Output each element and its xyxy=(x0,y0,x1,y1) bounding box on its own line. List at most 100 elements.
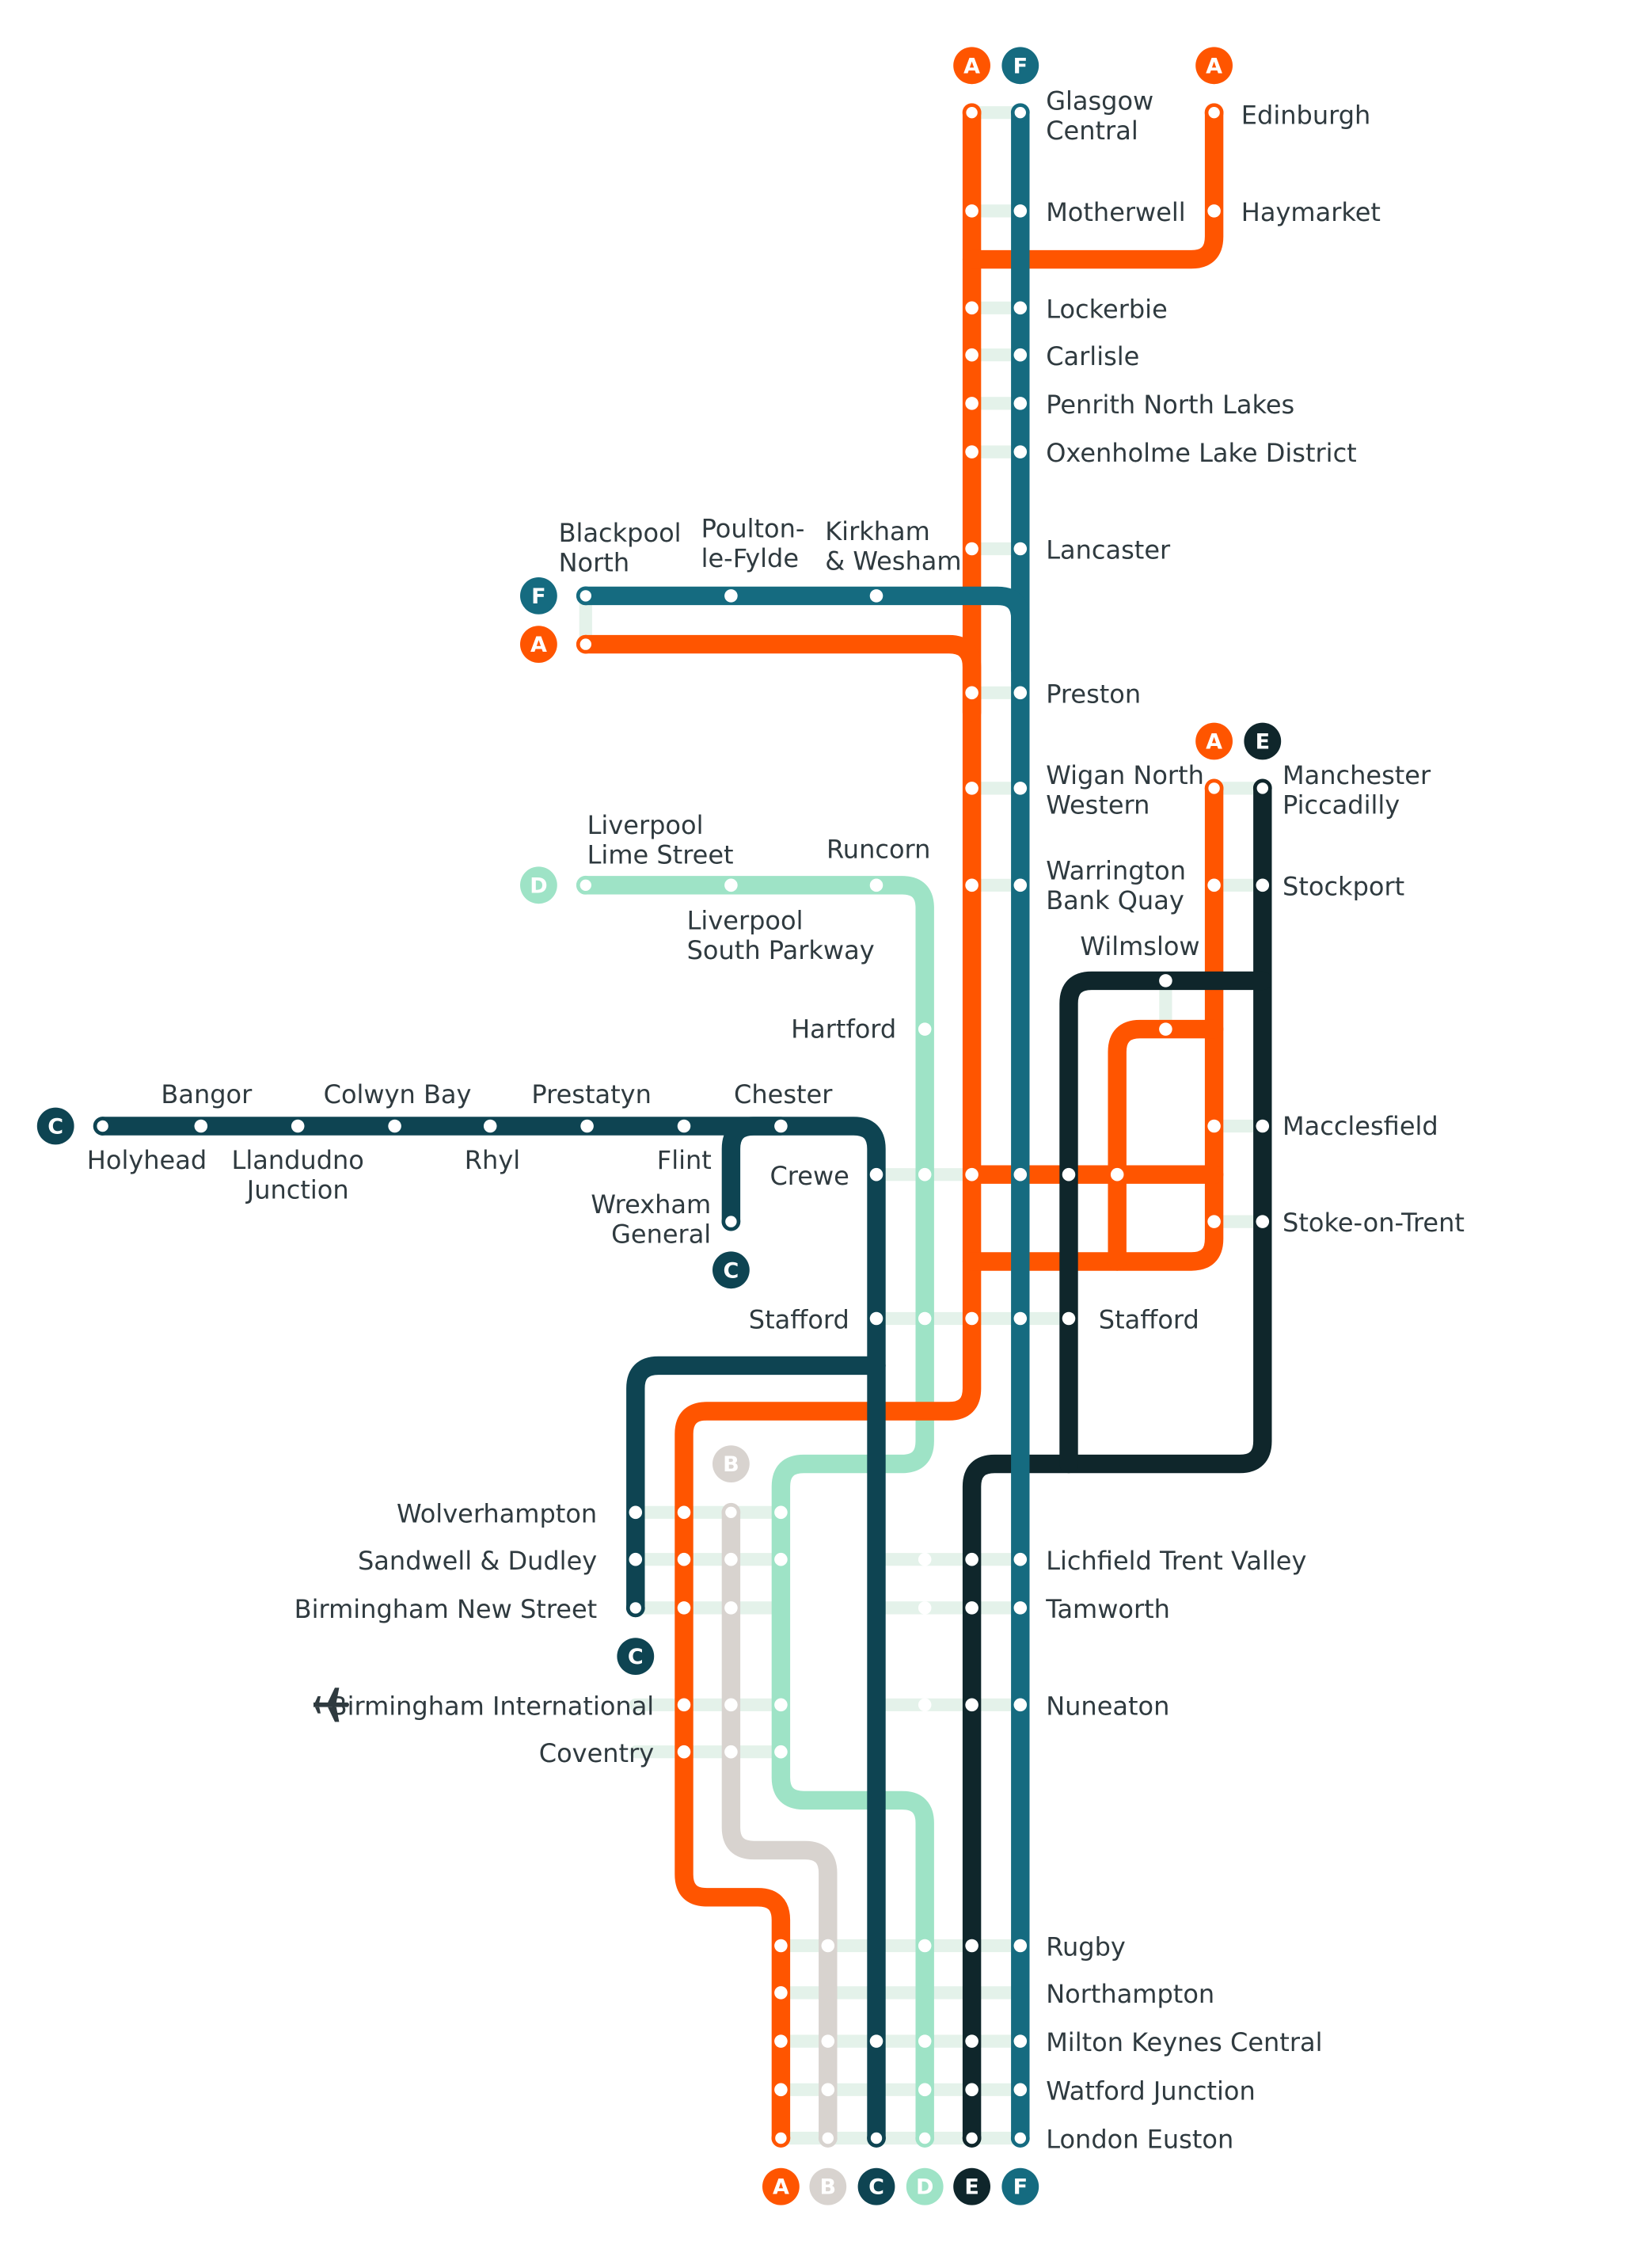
route-badge-label: C xyxy=(868,2175,884,2200)
station-label-penrith: Penrith North Lakes xyxy=(1046,390,1294,420)
station-stop xyxy=(965,2083,978,2097)
station-stop xyxy=(965,1167,978,1182)
route-badge-label: A xyxy=(1206,730,1222,755)
station-stop xyxy=(1159,974,1172,987)
station-stop xyxy=(918,1939,932,1953)
station-stop xyxy=(724,589,738,603)
station-label-colwyn: Colwyn Bay xyxy=(324,1079,472,1109)
station-stop xyxy=(1110,1167,1124,1182)
route-badge-label: A xyxy=(773,2175,789,2200)
route-line-c xyxy=(93,1117,886,2148)
station-stop xyxy=(677,1698,691,1712)
station-stop xyxy=(965,782,978,795)
terminus-stop xyxy=(1204,778,1224,798)
station-stop xyxy=(965,542,978,556)
station-stop xyxy=(1062,1167,1076,1182)
station-stop xyxy=(1062,1311,1076,1326)
station-stop xyxy=(1013,782,1028,795)
route-badge-label: F xyxy=(1013,54,1028,78)
route-badge-label: C xyxy=(48,1115,63,1140)
route-badge-label: C xyxy=(628,1645,644,1669)
station-stop xyxy=(965,878,978,892)
route-line-e xyxy=(962,778,1272,2148)
station-stop xyxy=(918,2083,932,2097)
terminus-stop xyxy=(915,2129,935,2148)
route-badge-c: C xyxy=(857,2167,895,2205)
station-label-wilmslow: Wilmslow xyxy=(1080,931,1199,961)
station-stop xyxy=(1207,878,1221,892)
station-stop xyxy=(1013,2034,1028,2048)
station-stop xyxy=(724,1698,738,1712)
station-stop xyxy=(918,1311,932,1326)
station-stop xyxy=(774,2083,788,2097)
station-stop xyxy=(1013,348,1028,362)
terminus-stop xyxy=(771,2129,791,2148)
route-badge-e: E xyxy=(1244,722,1282,760)
route-line-c-birmingham xyxy=(626,1356,886,1618)
station-label-runcorn: Runcorn xyxy=(826,835,930,865)
station-stop xyxy=(629,1552,643,1566)
station-stop xyxy=(580,1119,594,1133)
route-badge-label: E xyxy=(964,2175,978,2200)
station-label-northampton: Northampton xyxy=(1046,1979,1214,2009)
route-badge-a: A xyxy=(1195,722,1233,760)
station-stop xyxy=(629,1505,643,1520)
station-stop xyxy=(1013,1601,1028,1615)
station-stop xyxy=(821,1939,835,1953)
station-stop xyxy=(965,1552,978,1566)
station-stop xyxy=(724,1552,738,1566)
station-label-chester: Chester xyxy=(734,1079,833,1109)
terminus-stop xyxy=(962,2129,982,2148)
route-line-c-wrexham xyxy=(721,1117,791,1231)
station-stop xyxy=(965,1601,978,1615)
station-stop xyxy=(774,1986,788,2000)
station-label-hartford: Hartford xyxy=(791,1014,896,1044)
station-stop xyxy=(869,1167,884,1182)
terminus-stop xyxy=(867,2129,886,2148)
route-line-a-edinburgh xyxy=(962,103,1224,269)
station-label-coventry: Coventry xyxy=(539,1738,654,1768)
station-stop xyxy=(724,1745,738,1759)
station-stop xyxy=(965,348,978,362)
station-label-motherwell: Motherwell xyxy=(1046,197,1186,227)
route-badge-a: A xyxy=(1195,47,1233,85)
station-stop xyxy=(1013,397,1028,410)
station-label-bangor: Bangor xyxy=(161,1079,253,1109)
station-stop xyxy=(918,1601,932,1615)
station-stop xyxy=(1207,1119,1221,1133)
station-stop xyxy=(965,301,978,315)
station-stop xyxy=(965,1939,978,1953)
station-label-bham-new-street: Birmingham New Street xyxy=(294,1594,598,1624)
station-label-milton-keynes: Milton Keynes Central xyxy=(1046,2027,1322,2057)
station-stop xyxy=(483,1119,497,1133)
airplane-icon xyxy=(314,1688,349,1722)
station-stop xyxy=(1013,1167,1028,1182)
route-line-a-blackpool xyxy=(576,634,982,722)
route-badge-label: E xyxy=(1256,730,1270,755)
station-label-stafford-right: Stafford xyxy=(1099,1305,1199,1335)
station-stop xyxy=(1013,2083,1028,2097)
route-badge-a: A xyxy=(520,626,557,663)
route-badge-e: E xyxy=(953,2167,990,2205)
station-stop xyxy=(774,1698,788,1712)
terminus-stop xyxy=(1010,103,1030,123)
route-badge-a: A xyxy=(762,2167,800,2205)
station-stop xyxy=(1013,1939,1028,1953)
route-badge-label: B xyxy=(723,1452,739,1477)
station-stop xyxy=(869,2034,884,2048)
station-stop xyxy=(1013,1552,1028,1566)
station-label-prestatyn: Prestatyn xyxy=(531,1079,651,1109)
route-line-d xyxy=(576,876,934,2148)
route-badge-d: D xyxy=(906,2167,944,2205)
station-label-crewe: Crewe xyxy=(770,1161,849,1191)
station-stop xyxy=(724,1601,738,1615)
